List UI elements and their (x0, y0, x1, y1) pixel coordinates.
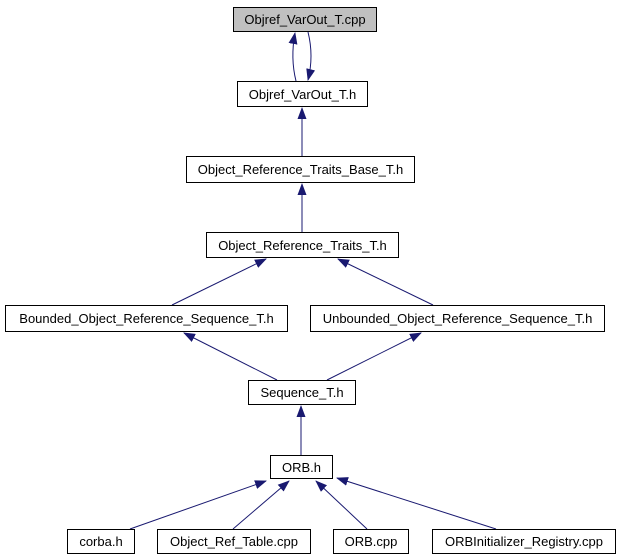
edge-sequence-to-unbounded-seq (326, 332, 422, 381)
node-objref-varout-t-cpp[interactable]: Objref_VarOut_T.cpp (233, 7, 377, 32)
node-object-ref-table-cpp[interactable]: Object_Ref_Table.cpp (157, 529, 311, 554)
edge-orb-cpp-to-orb-h (315, 480, 368, 530)
edge-objref-varout-t-cpp-to-objref-varout-t-h (306, 31, 316, 81)
edge-corba-h-to-orb-h (129, 480, 267, 530)
node-orb-cpp[interactable]: ORB.cpp (333, 529, 409, 554)
node-sequence-t-h[interactable]: Sequence_T.h (248, 380, 356, 405)
node-bounded-object-reference-sequence-t-h[interactable]: Bounded_Object_Reference_Sequence_T.h (5, 305, 288, 332)
node-objref-varout-t-h[interactable]: Objref_VarOut_T.h (237, 81, 368, 107)
node-unbounded-object-reference-sequence-t-h[interactable]: Unbounded_Object_Reference_Sequence_T.h (310, 305, 605, 332)
node-corba-h[interactable]: corba.h (67, 529, 135, 554)
edge-bounded-seq-to-traits (171, 258, 267, 306)
edge-object-ref-table-to-orb-h (232, 480, 290, 530)
edge-sequence-to-bounded-seq (183, 332, 278, 381)
node-orb-h[interactable]: ORB.h (270, 455, 333, 479)
node-orbinitializer-registry-cpp[interactable]: ORBInitializer_Registry.cpp (432, 529, 616, 554)
edge-unbounded-seq-to-traits (337, 258, 434, 306)
node-object-reference-traits-t-h[interactable]: Object_Reference_Traits_T.h (206, 232, 399, 258)
edge-objref-varout-t-h-to-objref-varout-t-cpp (288, 32, 298, 82)
edge-orbinitializer-registry-to-orb-h (336, 477, 497, 530)
node-object-reference-traits-base-t-h[interactable]: Object_Reference_Traits_Base_T.h (186, 156, 415, 183)
